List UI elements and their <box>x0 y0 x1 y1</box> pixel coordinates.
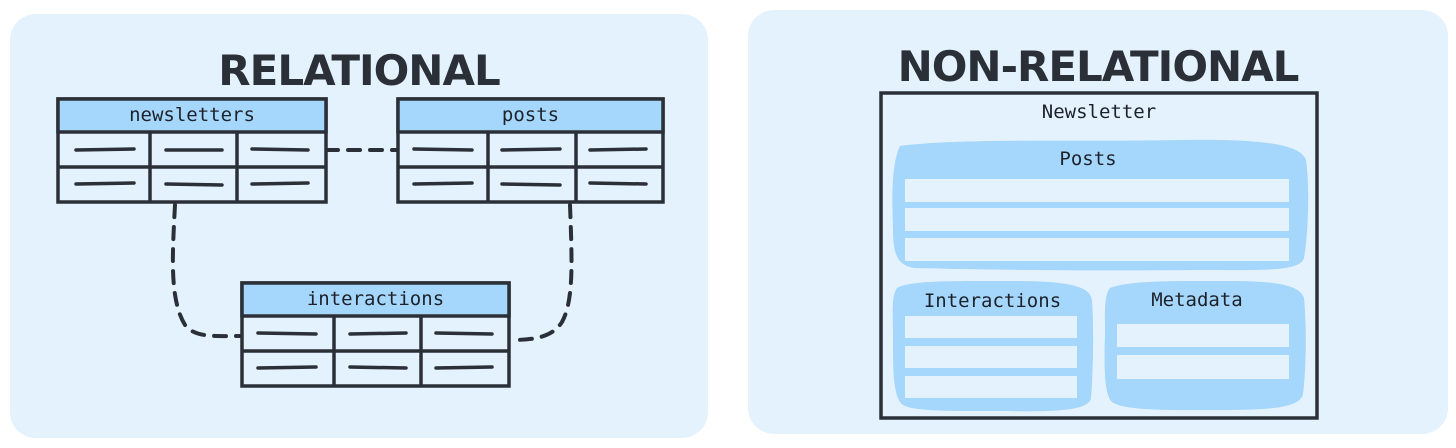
interactions-group <box>892 280 1094 412</box>
non-relational-panel: NON-RELATIONAL <box>748 10 1448 434</box>
non-relational-title: NON-RELATIONAL <box>897 42 1300 91</box>
connector-newsletters-interactions <box>170 203 244 339</box>
table-name-interactions: interactions <box>306 288 445 310</box>
relational-title: RELATIONAL <box>218 46 500 95</box>
table-newsletters <box>56 97 328 204</box>
table-name-newsletters: newsletters <box>129 104 255 126</box>
document-label: Newsletter <box>1041 101 1157 123</box>
table-posts <box>396 97 665 204</box>
newsletter-document <box>879 91 1319 420</box>
metadata-group <box>1104 280 1306 411</box>
metadata-group-label: Metadata <box>1151 289 1243 311</box>
table-interactions <box>240 281 511 388</box>
posts-group <box>892 139 1309 271</box>
table-name-posts: posts <box>501 104 560 126</box>
posts-group-label: Posts <box>1059 148 1117 170</box>
interactions-group-label: Interactions <box>923 290 1062 312</box>
connector-posts-interactions <box>508 203 574 342</box>
